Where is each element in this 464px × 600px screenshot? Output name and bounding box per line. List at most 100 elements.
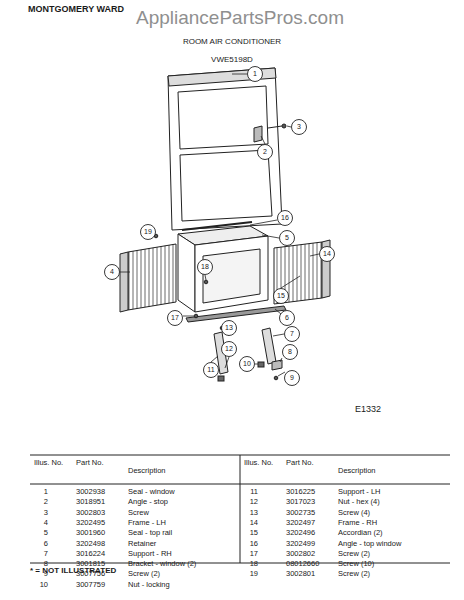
callout-circle	[285, 371, 300, 386]
part-number: 3002802	[286, 550, 315, 558]
window-pane	[178, 86, 268, 149]
part-description: Angle - stop	[128, 498, 168, 506]
leader-line	[275, 309, 281, 314]
table-header: Part No.	[286, 459, 318, 467]
callout-circles	[105, 67, 335, 386]
item-number: 7	[44, 550, 48, 558]
part-description: Accordian (2)	[338, 529, 383, 537]
callout-number: 17	[171, 314, 179, 322]
table-rules	[30, 455, 450, 563]
part-number: 3002801	[286, 570, 315, 578]
callout-number: 8	[288, 348, 292, 356]
callout-number: 3	[297, 123, 301, 131]
callout-circle	[292, 120, 307, 135]
table-header: Description	[128, 467, 166, 475]
item-number: 14	[250, 519, 258, 527]
callout-circle	[222, 342, 237, 357]
item-number: 15	[250, 529, 258, 537]
item-number: 10	[40, 581, 48, 589]
item-number: 4	[44, 519, 48, 527]
stop-angle	[254, 126, 262, 142]
table-header: Illus. No.	[244, 459, 276, 467]
table-header: Part No.	[76, 459, 108, 467]
part-description: Screw	[128, 509, 149, 517]
leader-line	[232, 74, 247, 75]
part-description: Screw (10)	[338, 560, 374, 568]
part-description: Seal - window	[128, 488, 175, 496]
leader-line	[262, 235, 279, 238]
item-number: 13	[250, 509, 258, 517]
callout-number: 19	[144, 228, 152, 236]
part-number: 3202496	[286, 529, 315, 537]
item-number: 17	[250, 550, 258, 558]
callout-circle	[258, 145, 273, 160]
callout-circle	[222, 321, 237, 336]
callout-number: 13	[225, 324, 233, 332]
part-number: 3007759	[76, 581, 105, 589]
cabinet-opening	[203, 249, 260, 303]
screw	[204, 280, 208, 284]
callout-circle	[280, 311, 295, 326]
part-number: 3001960	[76, 529, 105, 537]
footnote: * = NOT ILLUSTRATED	[30, 567, 116, 576]
leader-line	[120, 272, 130, 273]
leader-line	[211, 356, 218, 362]
part-description: Screw (4)	[338, 509, 370, 517]
table-header: Description	[338, 467, 376, 475]
part-description: Bracket - window (2)	[128, 560, 196, 568]
part-number: 3002735	[286, 509, 315, 517]
part-description: Support - RH	[128, 550, 172, 558]
parts-drawing	[120, 68, 330, 381]
callout-number: 9	[290, 374, 294, 382]
callout-number: 12	[225, 345, 233, 353]
item-number: 19	[250, 570, 258, 578]
leader-line	[261, 136, 265, 144]
model-number: VWE5198D	[211, 56, 253, 65]
part-number: 3002803	[76, 509, 105, 517]
callout-circle	[248, 67, 263, 82]
callout-number: 5	[285, 234, 289, 242]
support-rh	[262, 328, 276, 364]
callout-number: 11	[207, 366, 214, 374]
part-number: 3017023	[286, 498, 315, 506]
item-number: 5	[44, 529, 48, 537]
part-description: Frame - LH	[128, 519, 166, 527]
retainer-rail	[186, 306, 286, 322]
callout-circle	[285, 327, 300, 342]
item-number: 3	[44, 509, 48, 517]
screw	[274, 376, 278, 380]
screw-head	[282, 124, 286, 128]
part-description: Screw (2)	[338, 550, 370, 558]
part-description: Support - LH	[338, 488, 381, 496]
callout-circle	[274, 289, 289, 304]
part-description: Screw (2)	[128, 570, 160, 578]
cabinet-side	[178, 234, 195, 312]
callout-circle	[280, 231, 295, 246]
screw	[194, 314, 198, 318]
part-description: Screw (2)	[338, 570, 370, 578]
cabinet-front	[195, 236, 268, 312]
part-number: 3202497	[286, 519, 315, 527]
callout-number: 10	[243, 360, 251, 368]
callout-number: 14	[323, 250, 331, 258]
part-description: Angle - top window	[338, 540, 401, 548]
top-angle	[182, 222, 252, 230]
part-description: Nut - locking	[128, 581, 170, 589]
accordion-rh	[274, 242, 322, 304]
item-number: 2	[44, 498, 48, 506]
part-description: Nut - hex (4)	[338, 498, 380, 506]
item-number: 6	[44, 540, 48, 548]
frame-lh	[120, 252, 128, 312]
screw	[268, 126, 282, 128]
part-description: Frame - RH	[338, 519, 377, 527]
part-number: 3016225	[286, 488, 315, 496]
window-pane	[180, 150, 272, 221]
leader-line	[225, 357, 229, 368]
callout-circle	[204, 363, 219, 378]
figure-code: E1332	[355, 405, 381, 415]
callout-number: 4	[110, 268, 114, 276]
window-frame	[168, 68, 282, 230]
callout-number: 16	[281, 214, 289, 222]
callout-number: 6	[285, 314, 289, 322]
